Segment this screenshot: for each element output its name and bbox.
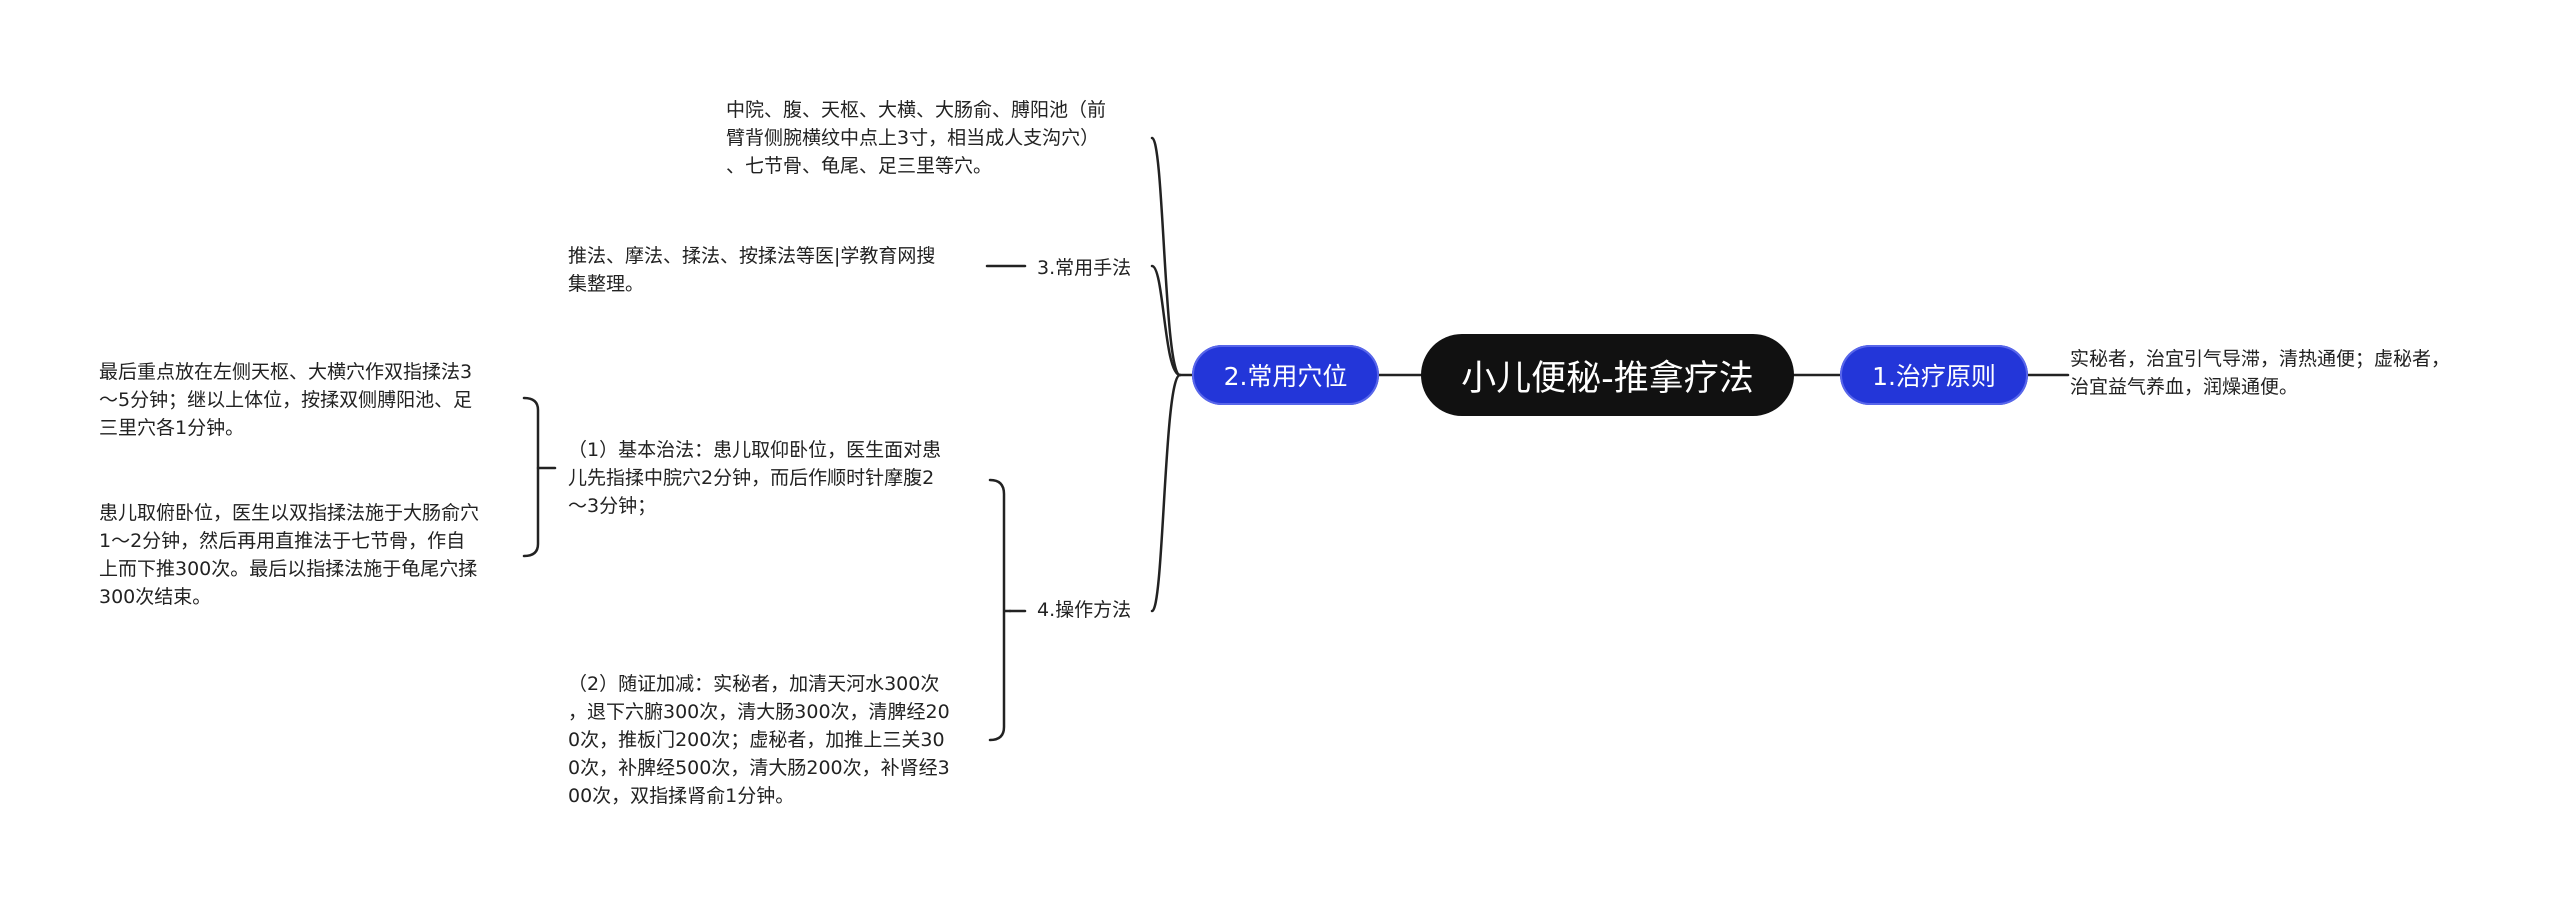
text-line: 患儿取俯卧位，医生以双指揉法施于大肠俞穴 <box>99 502 480 524</box>
text-line: 上而下推300次。最后以指揉法施于龟尾穴揉 <box>99 558 478 580</box>
treatment-principle-text: 实秘者，治宜引气导滞，清热通便；虚秘者， 治宜益气养血，润燥通便。 <box>2070 345 2450 401</box>
root-node[interactable]: 小儿便秘-推拿疗法 <box>1421 334 1794 416</box>
text-line: 三里穴各1分钟。 <box>99 417 245 439</box>
text-line: 中院、腹、天枢、大横、大肠俞、膊阳池（前 <box>726 99 1107 121</box>
bracket-basic <box>522 396 540 558</box>
text-line: ～3分钟； <box>568 495 657 517</box>
text-line: ～5分钟；继以上体位，按揉双侧膊阳池、足 <box>99 389 473 411</box>
basic-method-sub2-text: 患儿取俯卧位，医生以双指揉法施于大肠俞穴 1～2分钟，然后再用直推法于七节骨，作… <box>99 499 479 611</box>
methods-text: 推法、摩法、揉法、按揉法等医|学教育网搜 集整理。 <box>568 242 935 298</box>
root-label: 小儿便秘-推拿疗法 <box>1461 358 1754 399</box>
operation-label[interactable]: 4.操作方法 <box>1037 599 1132 621</box>
text-line: （2）随证加减：实秘者，加清天河水300次 <box>568 673 940 695</box>
topic-treatment-principle-label: 1.治疗原则 <box>1872 362 1996 391</box>
text-line: 儿先指揉中脘穴2分钟，而后作顺时针摩腹2 <box>568 467 935 489</box>
text-line: 臂背侧腕横纹中点上3寸，相当成人支沟穴） <box>726 127 1100 149</box>
bracket-operation <box>988 478 1012 742</box>
text-line: 0次，补脾经500次，清大肠200次，补肾经3 <box>568 757 950 779</box>
topic-treatment-principle[interactable]: 1.治疗原则 <box>1840 345 2028 405</box>
text-line: 00次，双指揉肾俞1分钟。 <box>568 785 795 807</box>
text-line: 最后重点放在左侧天枢、大横穴作双指揉法3 <box>99 361 473 383</box>
link-left-methods <box>1150 264 1182 377</box>
text-line: 治宜益气养血，润燥通便。 <box>2070 376 2299 398</box>
text-line: 1～2分钟，然后再用直推法于七节骨，作自 <box>99 530 466 552</box>
text-line: （1）基本治法：患儿取仰卧位，医生面对患 <box>568 439 942 461</box>
text-line: 300次结束。 <box>99 586 212 608</box>
link-left-acupoints <box>1150 136 1182 377</box>
symptomatic-text: （2）随证加减：实秘者，加清天河水300次 ，退下六腑300次，清大肠300次，… <box>568 670 950 810</box>
text-line: 实秘者，治宜引气导滞，清热通便；虚秘者， <box>2070 348 2451 370</box>
text-line: 0次，推板门200次；虚秘者，加推上三关30 <box>568 729 945 751</box>
basic-method-sub1-text: 最后重点放在左侧天枢、大横穴作双指揉法3 ～5分钟；继以上体位，按揉双侧膊阳池、… <box>99 358 472 442</box>
topic-acupoints-label: 2.常用穴位 <box>1223 362 1348 391</box>
text-line: 集整理。 <box>568 273 645 295</box>
text-line: 推法、摩法、揉法、按揉法等医|学教育网搜 <box>568 245 936 267</box>
text-line: ，退下六腑300次，清大肠300次，清脾经20 <box>568 701 950 723</box>
link-left-operation <box>1150 373 1182 613</box>
basic-method-text: （1）基本治法：患儿取仰卧位，医生面对患 儿先指揉中脘穴2分钟，而后作顺时针摩腹… <box>568 436 941 520</box>
topic-acupoints[interactable]: 2.常用穴位 <box>1192 345 1379 405</box>
methods-label[interactable]: 3.常用手法 <box>1037 257 1132 279</box>
acupoints-text: 中院、腹、天枢、大横、大肠俞、膊阳池（前 臂背侧腕横纹中点上3寸，相当成人支沟穴… <box>726 96 1106 180</box>
text-line: 、七节骨、龟尾、足三里等穴。 <box>726 155 993 177</box>
